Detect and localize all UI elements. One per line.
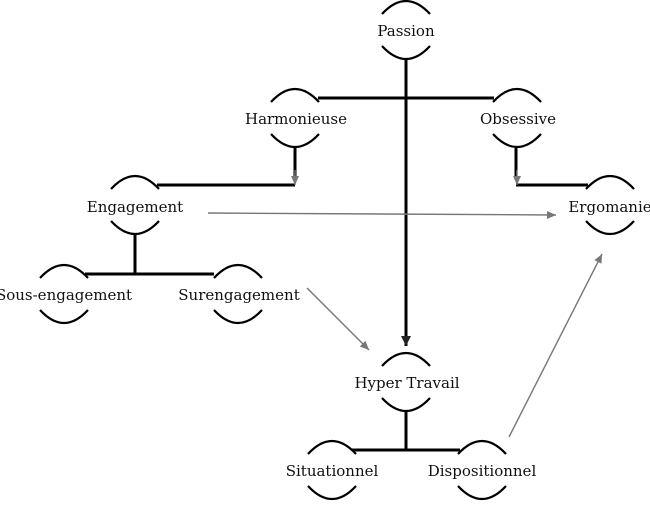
node-sous-engagement: Sous-engagement <box>0 286 132 304</box>
bracket-ergomanie-top <box>585 174 635 190</box>
bracket-harmonieuse-bottom <box>270 133 320 149</box>
node-obsessive: Obsessive <box>480 110 556 128</box>
bracket-sous-engagement-bottom <box>39 309 89 325</box>
arrow-surengagement-hyper-travail <box>306 287 370 351</box>
node-dispositionnel: Dispositionnel <box>428 462 537 480</box>
bracket-hyper-travail-top <box>381 351 431 367</box>
gray-arrows <box>207 210 603 438</box>
node-hyper-travail: Hyper Travail <box>354 374 459 392</box>
bracket-dispositionnel-top <box>457 439 507 455</box>
bracket-situationnel-top <box>307 439 357 455</box>
node-ergomanie: Ergomanie <box>568 198 650 216</box>
node-harmonieuse: Harmonieuse <box>245 110 347 128</box>
tree-connectors <box>85 58 588 452</box>
bracket-passion-top <box>381 0 431 15</box>
bracket-ergomanie-bottom <box>585 220 635 236</box>
arrow-dispositionnel-ergomanie <box>508 253 603 438</box>
bracket-situationnel-bottom <box>307 485 357 501</box>
node-labels: Passion Harmonieuse Obsessive Engagement… <box>0 22 650 480</box>
bracket-harmonieuse-top <box>270 87 320 103</box>
bracket-obsessive-bottom <box>492 133 542 149</box>
bracket-hyper-travail-bottom <box>381 397 431 413</box>
node-passion: Passion <box>377 22 435 40</box>
node-brackets <box>39 0 635 501</box>
node-surengagement: Surengagement <box>178 286 299 304</box>
bracket-sous-engagement-top <box>39 263 89 279</box>
joint-arrows <box>291 170 521 185</box>
bracket-dispositionnel-bottom <box>457 485 507 501</box>
bracket-engagement-top <box>110 174 160 190</box>
node-situationnel: Situationnel <box>286 462 379 480</box>
bracket-engagement-bottom <box>110 220 160 236</box>
bracket-surengagement-bottom <box>213 309 263 325</box>
bracket-passion-bottom <box>381 45 431 61</box>
arrow-engagement-ergomanie <box>207 210 557 219</box>
node-engagement: Engagement <box>87 198 183 216</box>
bracket-surengagement-top <box>213 263 263 279</box>
bracket-obsessive-top <box>492 87 542 103</box>
